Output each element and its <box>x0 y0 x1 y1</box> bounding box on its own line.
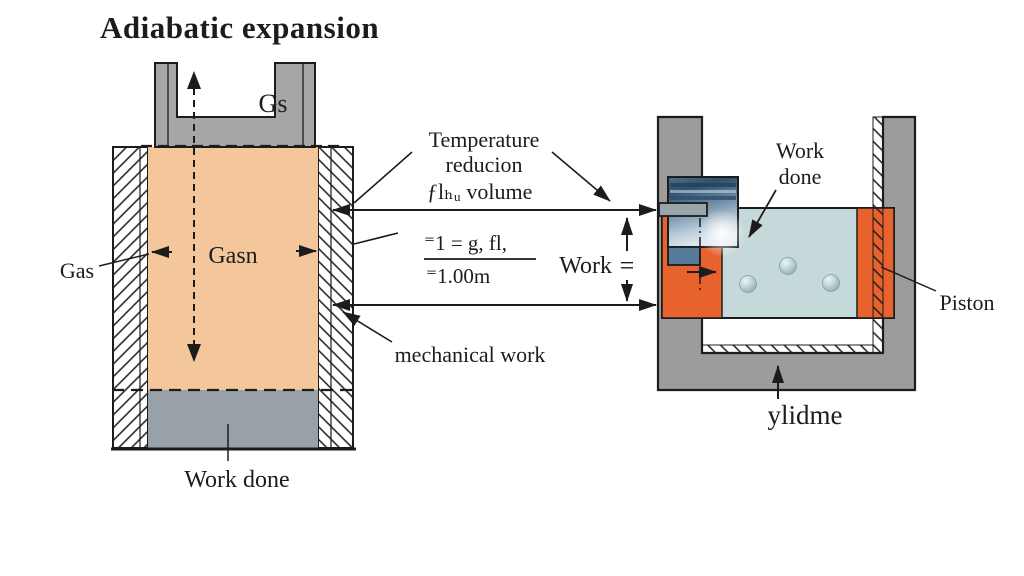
left-cylinder-right-wall <box>317 146 354 449</box>
work-label: Work <box>559 253 612 279</box>
right-work-done-arrow <box>748 189 777 238</box>
expansion-arrowhead-up <box>187 71 201 89</box>
gas-label-leader <box>98 253 150 267</box>
work-equals-sign: = <box>620 251 635 280</box>
piston-stripe-3 <box>670 196 736 200</box>
gas-inner-label: Gasn <box>208 243 257 269</box>
piston-stripe-2 <box>670 190 736 193</box>
piston-stripe-1 <box>670 183 736 187</box>
right-work-done-line2: done <box>779 164 822 189</box>
right-wall-hatch-strip <box>872 116 884 354</box>
gas-bubble-1 <box>739 275 757 293</box>
piston-foot <box>667 246 701 266</box>
temperature-leader-left <box>353 151 413 204</box>
volume-annotation: ƒlₕᵤ volume <box>427 179 532 204</box>
mechanical-work-leader-arrow <box>342 311 393 343</box>
left-bottom-gray-region <box>148 390 318 448</box>
right-work-done-line1: Work <box>776 138 824 163</box>
work-done-left-label: Work done <box>184 467 289 493</box>
right-volume-label: ylidme <box>768 400 843 430</box>
work-equals-backplate <box>611 252 643 279</box>
piston-label-leader <box>880 266 937 292</box>
formula-leader <box>353 232 399 245</box>
figure-title: Adiabatic expansion <box>100 10 379 45</box>
temperature-label-line2: reducion <box>446 152 523 177</box>
temperature-leader-right-arrow <box>551 151 611 202</box>
bottom-hatch-strip <box>701 344 874 354</box>
piston-highlight <box>698 209 746 257</box>
left-gas-region <box>148 147 318 390</box>
formula-denominator: ⁼1.00m <box>426 264 490 288</box>
piston-rod <box>658 202 708 217</box>
left-cylinder-left-wall <box>112 146 149 449</box>
temperature-label-line1: Temperature <box>429 127 540 152</box>
left-top-piston <box>154 62 316 148</box>
gas-bubble-3 <box>822 274 840 292</box>
piston-label: Piston <box>939 290 994 315</box>
mechanical-work-label: mechanical work <box>395 342 546 367</box>
formula-numerator: ⁼1 = g, fl, <box>424 231 507 255</box>
expansion-arrowhead-down <box>187 344 201 362</box>
gas-bubble-2 <box>779 257 797 275</box>
gas-label: Gas <box>60 258 94 283</box>
gs-label: Gs <box>259 89 288 118</box>
